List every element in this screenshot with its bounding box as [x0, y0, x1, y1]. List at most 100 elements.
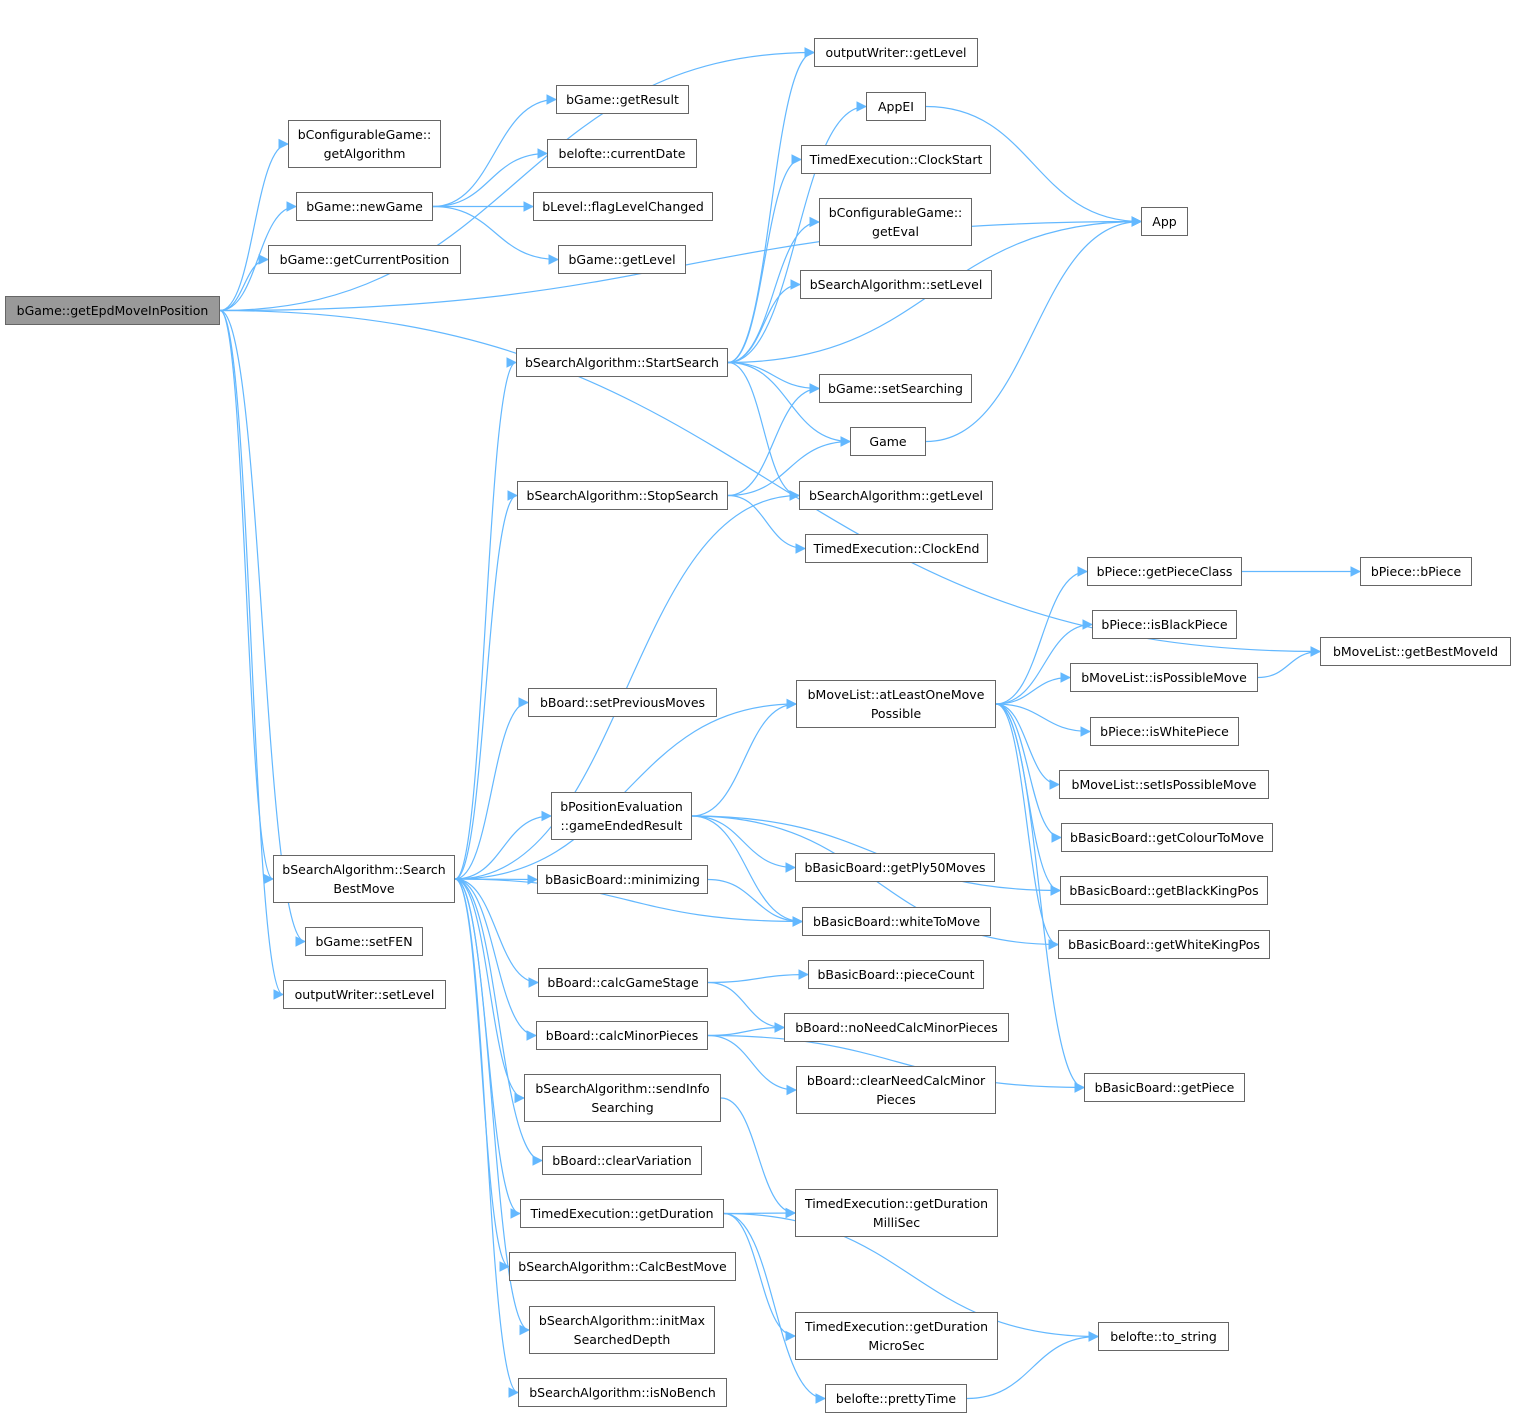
node-timedexecution-getduration[interactable]: TimedExecution::getDuration [520, 1199, 724, 1228]
node-bsearchalgorithm-sendinfosearching[interactable]: bSearchAlgorithm::sendInfo Searching [524, 1074, 721, 1122]
node-bgame-getlevel[interactable]: bGame::getLevel [558, 245, 686, 274]
edge-bsearchalgorithm-startsearch-to-bsearchalgorithm-setlevel [727, 279, 802, 364]
edge-bsearchalgorithm-startsearch-to-appei [727, 101, 868, 364]
node-bconfigurablegame-getalgorithm[interactable]: bConfigurableGame:: getAlgorithm [288, 120, 441, 168]
node-bbasicboard-minimizing[interactable]: bBasicBoard::minimizing [537, 865, 708, 894]
node-bsearchalgorithm-startsearch[interactable]: bSearchAlgorithm::StartSearch [516, 348, 728, 377]
node-timedexecution-getdurationmillisec[interactable]: TimedExecution::getDuration MilliSec [795, 1189, 998, 1237]
node-bbasicboard-getpiece[interactable]: bBasicBoard::getPiece [1084, 1073, 1245, 1102]
node-bsearchalgorithm-isnobench[interactable]: bSearchAlgorithm::isNoBench [518, 1378, 727, 1407]
node-outputwriter-getlevel[interactable]: outputWriter::getLevel [814, 38, 978, 67]
node-bbasicboard-getwhitekingpos[interactable]: bBasicBoard::getWhiteKingPos [1058, 930, 1270, 959]
edge-timedexecution-getduration-to-belofte-prettytime [723, 1212, 827, 1404]
edge-bgame-getepdmoveinposition-to-bgame-getcurrentposition [219, 254, 270, 312]
node-bgame-setfen[interactable]: bGame::setFEN [305, 927, 423, 956]
edge-bsearchalgorithm-searchbestmove-to-bbasicboard-whitetomove [454, 878, 804, 927]
node-bboard-setpreviousmoves[interactable]: bBoard::setPreviousMoves [528, 688, 717, 717]
node-bsearchalgorithm-setlevel[interactable]: bSearchAlgorithm::setLevel [800, 270, 992, 299]
node-bboard-calcminorpieces[interactable]: bBoard::calcMinorPieces [536, 1021, 708, 1050]
node-timedexecution-getdurationmicrosec[interactable]: TimedExecution::getDuration MicroSec [795, 1312, 998, 1360]
node-timedexecution-clockstart[interactable]: TimedExecution::ClockStart [801, 145, 991, 174]
edge-bsearchalgorithm-searchbestmove-to-bmovelist-atleastonemovepossible [454, 698, 798, 880]
edge-bsearchalgorithm-stopsearch-to-game [727, 436, 852, 497]
node-bsearchalgorithm-initmaxsearcheddepth[interactable]: bSearchAlgorithm::initMax SearchedDepth [529, 1306, 715, 1354]
edge-bmovelist-atleastonemovepossible-to-bbasicboard-getcolourtomove [995, 703, 1063, 843]
edge-bsearchalgorithm-stopsearch-to-timedexecution-clockend [727, 494, 807, 554]
node-bsearchalgorithm-getlevel[interactable]: bSearchAlgorithm::getLevel [799, 481, 993, 510]
node-bbasicboard-getcolourtomove[interactable]: bBasicBoard::getColourToMove [1061, 823, 1273, 852]
node-belofte-to-string[interactable]: belofte::to_string [1098, 1322, 1229, 1351]
node-bmovelist-setispossiblemove[interactable]: bMoveList::setIsPossibleMove [1059, 770, 1269, 799]
edge-bsearchalgorithm-searchbestmove-to-bsearchalgorithm-isnobench [454, 878, 520, 1398]
edge-bboard-calcminorpieces-to-bbasicboard-getpiece [707, 1034, 1086, 1093]
edge-bmovelist-atleastonemovepossible-to-bbasicboard-getwhitekingpos [995, 703, 1060, 950]
node-bsearchalgorithm-searchbestmove[interactable]: bSearchAlgorithm::Search BestMove [273, 855, 455, 903]
node-bgame-getcurrentposition[interactable]: bGame::getCurrentPosition [268, 245, 461, 274]
node-bpositionevaluation-gameendedresult[interactable]: bPositionEvaluation ::gameEndedResult [551, 792, 692, 840]
edge-bpositionevaluation-gameendedresult-to-bbasicboard-whitetomove [691, 815, 804, 927]
edge-bboard-calcminorpieces-to-bboard-clearneedcalcminorpieces [707, 1034, 798, 1096]
node-bpiece-iswhitepiece[interactable]: bPiece::isWhitePiece [1090, 717, 1239, 746]
edge-bgame-newgame-to-bgame-getresult [432, 94, 558, 208]
edge-bsearchalgorithm-startsearch-to-outputwriter-getlevel [727, 47, 816, 364]
edge-bsearchalgorithm-searchbestmove-to-bsearchalgorithm-stopsearch [454, 490, 519, 880]
node-bboard-calcgamestage[interactable]: bBoard::calcGameStage [538, 968, 708, 997]
edge-timedexecution-getduration-to-belofte-to-string [723, 1212, 1100, 1342]
node-belofte-currentdate[interactable]: belofte::currentDate [547, 139, 697, 168]
node-bpiece-bpiece[interactable]: bPiece::bPiece [1360, 557, 1472, 586]
edge-bsearchalgorithm-searchbestmove-to-bboard-setpreviousmoves [454, 697, 530, 880]
edge-bmovelist-atleastonemovepossible-to-bmovelist-setispossiblemove [995, 703, 1061, 790]
node-outputwriter-setlevel[interactable]: outputWriter::setLevel [283, 980, 446, 1009]
node-bmovelist-ispossiblemove[interactable]: bMoveList::isPossibleMove [1070, 663, 1258, 692]
edge-bgame-getepdmoveinposition-to-bgame-newgame [219, 201, 298, 312]
edge-bsearchalgorithm-searchbestmove-to-bsearchalgorithm-getlevel [454, 490, 801, 880]
node-app[interactable]: App [1141, 207, 1188, 236]
edge-bsearchalgorithm-startsearch-to-bgame-setsearching [727, 361, 821, 394]
edge-bsearchalgorithm-searchbestmove-to-bsearchalgorithm-sendinfosearching [454, 878, 526, 1104]
node-timedexecution-clockend[interactable]: TimedExecution::ClockEnd [805, 534, 988, 563]
node-bbasicboard-whitetomove[interactable]: bBasicBoard::whiteToMove [802, 907, 991, 936]
node-bmovelist-getbestmoveid[interactable]: bMoveList::getBestMoveId [1320, 637, 1511, 666]
edge-bsearchalgorithm-stopsearch-to-bgame-setsearching [727, 383, 821, 497]
edge-bmovelist-ispossiblemove-to-bmovelist-getbestmoveid [1257, 646, 1322, 679]
node-bboard-noneedcalcminorpieces[interactable]: bBoard::noNeedCalcMinorPieces [784, 1013, 1009, 1042]
node-bbasicboard-getply50moves[interactable]: bBasicBoard::getPly50Moves [795, 853, 995, 882]
edge-bsearchalgorithm-sendinfosearching-to-timedexecution-getdurationmillisec [720, 1097, 797, 1219]
node-bboard-clearneedcalcminorpieces[interactable]: bBoard::clearNeedCalcMinor Pieces [796, 1066, 996, 1114]
edge-game-to-app [925, 216, 1143, 443]
node-bpiece-isblackpiece[interactable]: bPiece::isBlackPiece [1092, 610, 1237, 639]
node-game[interactable]: Game [850, 427, 926, 456]
edge-bmovelist-atleastonemovepossible-to-bpiece-iswhitepiece [995, 703, 1092, 737]
node-bgame-getresult[interactable]: bGame::getResult [556, 85, 689, 114]
edge-bgame-newgame-to-belofte-currentdate [432, 148, 549, 208]
node-bsearchalgorithm-calcbestmove[interactable]: bSearchAlgorithm::CalcBestMove [509, 1252, 736, 1281]
edge-bmovelist-atleastonemovepossible-to-bpiece-isblackpiece [995, 619, 1094, 705]
node-bgame-newgame[interactable]: bGame::newGame [296, 192, 433, 221]
node-bmovelist-atleastonemovepossible[interactable]: bMoveList::atLeastOneMove Possible [796, 680, 996, 728]
node-bgame-setsearching[interactable]: bGame::setSearching [819, 374, 972, 403]
edge-bboard-calcminorpieces-to-bboard-noneedcalcminorpieces [707, 1022, 786, 1037]
node-bgame-getepdmoveinposition[interactable]: bGame::getEpdMoveInPosition [5, 296, 220, 325]
node-bconfigurablegame-geteval[interactable]: bConfigurableGame:: getEval [819, 198, 972, 246]
edge-bgame-getepdmoveinposition-to-bsearchalgorithm-searchbestmove [219, 309, 275, 885]
node-belofte-prettytime[interactable]: belofte::prettyTime [825, 1384, 967, 1413]
edge-bgame-getepdmoveinposition-to-bmovelist-getbestmoveid [219, 309, 1322, 657]
node-bpiece-getpiececlass[interactable]: bPiece::getPieceClass [1087, 557, 1242, 586]
edge-bgame-getepdmoveinposition-to-outputwriter-getlevel [219, 47, 816, 312]
edge-bmovelist-atleastonemovepossible-to-bpiece-getpiececlass [995, 566, 1089, 705]
edge-timedexecution-getduration-to-timedexecution-getdurationmicrosec [723, 1212, 797, 1342]
edge-bsearchalgorithm-startsearch-to-timedexecution-clockstart [727, 154, 803, 364]
node-blevel-flaglevelchanged[interactable]: bLevel::flagLevelChanged [533, 192, 713, 221]
edge-bboard-calcgamestage-to-bboard-noneedcalcminorpieces [707, 981, 786, 1033]
node-bboard-clearvariation[interactable]: bBoard::clearVariation [542, 1146, 702, 1175]
node-bbasicboard-piececount[interactable]: bBasicBoard::pieceCount [808, 960, 984, 989]
edge-bgame-newgame-to-bgame-getlevel [432, 205, 560, 265]
edge-bsearchalgorithm-startsearch-to-game [727, 361, 852, 447]
node-appei[interactable]: AppEI [866, 92, 926, 121]
node-bbasicboard-getblackkingpos[interactable]: bBasicBoard::getBlackKingPos [1060, 876, 1268, 905]
edge-bpositionevaluation-gameendedresult-to-bbasicboard-getply50moves [691, 815, 797, 873]
node-bsearchalgorithm-stopsearch[interactable]: bSearchAlgorithm::StopSearch [517, 481, 728, 510]
edge-bgame-getepdmoveinposition-to-outputwriter-setlevel [219, 309, 285, 1000]
